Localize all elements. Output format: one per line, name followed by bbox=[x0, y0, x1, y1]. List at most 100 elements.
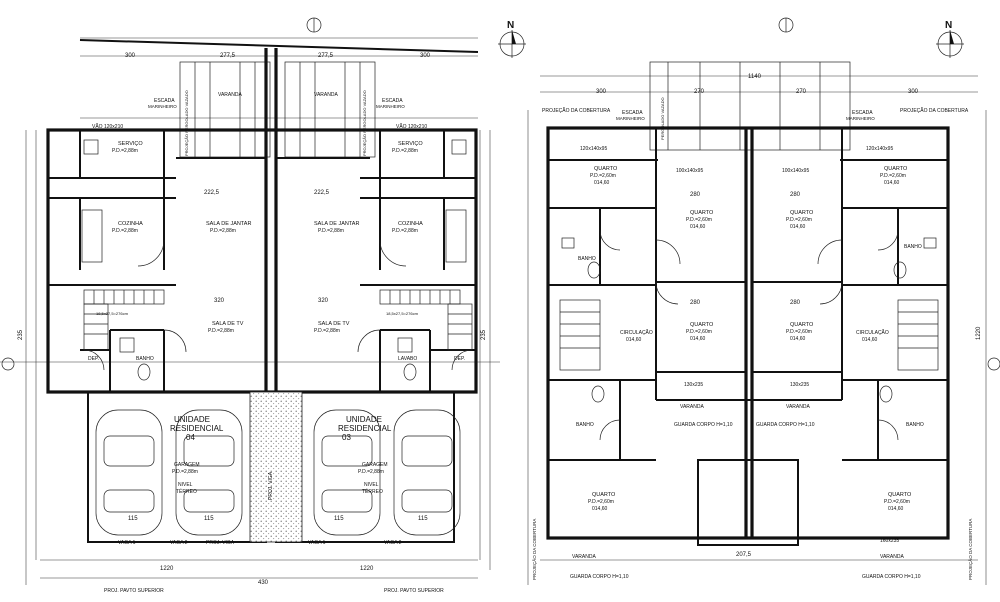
pergola-label: PROJEÇÃO PERGOLADO VAZADO bbox=[184, 90, 189, 156]
dim-label: 1220 bbox=[160, 566, 174, 572]
room-name: CIRCULAÇÃO bbox=[856, 329, 889, 336]
room-level: 014,60 bbox=[790, 224, 806, 230]
dim-label: 280 bbox=[690, 300, 701, 306]
opening-label: VÃO 120x210 bbox=[92, 123, 123, 130]
car-icon bbox=[175, 409, 243, 536]
parking-label: VAGA 2 bbox=[384, 540, 402, 546]
room-name: SERVIÇO bbox=[398, 141, 423, 147]
stair-label: MARINHEIRO bbox=[846, 116, 875, 121]
stair-note: 18,5x27,5=276cm bbox=[386, 311, 419, 316]
roof-projection-label: PROJEÇÃO DA COBERTURA bbox=[967, 519, 973, 580]
dim-label: 115 bbox=[334, 516, 344, 522]
dim-label: 320 bbox=[214, 298, 225, 304]
opening-label: 100x140x95 bbox=[782, 168, 809, 174]
section-marker-icon bbox=[1, 357, 15, 371]
railing-label: GUARDA CORPO H=1,10 bbox=[862, 574, 921, 580]
dim-label: 300 bbox=[125, 53, 136, 59]
unit-number: 04 bbox=[186, 433, 195, 442]
dim-label: 115 bbox=[204, 516, 214, 522]
dim-label: 1220 bbox=[976, 326, 982, 340]
room-pd: P.D.=2,60m bbox=[880, 173, 906, 179]
room-level: 014,60 bbox=[592, 506, 608, 512]
room-name: DEP. bbox=[88, 356, 99, 362]
roof-projection-label: PROJEÇÃO DA COBERTURA bbox=[900, 107, 969, 114]
room-name: CIRCULAÇÃO bbox=[620, 329, 653, 336]
opening-label: VÃO 120x210 bbox=[396, 123, 427, 130]
room-pd: P.D.=2,88m bbox=[392, 228, 418, 234]
upper-floor-plan: 1140 300 300 270 270 PROJEÇÃO DA COBERTU… bbox=[527, 61, 987, 585]
beam-label: PROJ. VIGA bbox=[268, 471, 274, 500]
level-label: NIVEL bbox=[364, 482, 379, 488]
room-name: MARINHEIRO bbox=[148, 104, 177, 109]
room-name: QUARTO bbox=[884, 166, 908, 172]
room-pd: P.D.=2,60m bbox=[786, 217, 812, 223]
room-pd: P.D.=2,60m bbox=[686, 217, 712, 223]
room-pd: P.D.=2,60m bbox=[686, 329, 712, 335]
room-name: COZINHA bbox=[118, 221, 143, 227]
room-pd: P.D.=2,88m bbox=[208, 328, 234, 334]
room-name: SALA DE JANTAR bbox=[314, 221, 359, 227]
section-marker-icon bbox=[987, 357, 1000, 371]
level-label: NIVEL bbox=[178, 482, 193, 488]
room-name: QUARTO bbox=[690, 322, 714, 328]
railing-label: GUARDA CORPO H=1,10 bbox=[674, 422, 733, 428]
room-name: ESCADA bbox=[382, 98, 403, 104]
dim-label: 115 bbox=[418, 516, 428, 522]
room-pd: P.D.=2,88m bbox=[358, 469, 384, 475]
ground-floor-plan: 300 277,5 277,5 300 SERVIÇO P.D.=2,88m S… bbox=[0, 17, 1000, 594]
room-pd: P.D.=2,88m bbox=[112, 228, 138, 234]
room-level: 014,60 bbox=[690, 224, 706, 230]
room-name: VARANDA bbox=[786, 404, 810, 410]
room-level: 014,60 bbox=[594, 180, 610, 186]
north-label: N bbox=[507, 20, 514, 31]
room-pd: P.D.=2,88m bbox=[210, 228, 236, 234]
unit-label: RESIDENCIAL bbox=[338, 424, 392, 433]
stair-note: 18,5x27,5=276cm bbox=[96, 311, 129, 316]
car-icon bbox=[393, 409, 461, 536]
dim-label: 280 bbox=[690, 192, 701, 198]
room-name: VARANDA bbox=[314, 92, 338, 98]
dim-label: 1220 bbox=[360, 566, 374, 572]
room-name: ESCADA bbox=[154, 98, 175, 104]
room-name: BANHO bbox=[578, 256, 596, 262]
room-name: SALA DE TV bbox=[318, 321, 350, 327]
unit-label: UNIDADE bbox=[174, 415, 210, 424]
room-name: QUARTO bbox=[790, 322, 814, 328]
dim-label: 235 bbox=[481, 329, 487, 340]
dim-label: 300 bbox=[420, 53, 431, 59]
room-name: SALA DE TV bbox=[212, 321, 244, 327]
room-name: LAVABO bbox=[398, 356, 417, 362]
room-pd: P.D.=2,60m bbox=[786, 329, 812, 335]
stair-right bbox=[379, 289, 473, 351]
room-name: DEP. bbox=[454, 356, 465, 362]
room-pd: P.D.=2,60m bbox=[588, 499, 614, 505]
dim-label: 430 bbox=[258, 580, 269, 586]
room-level: 014,60 bbox=[888, 506, 904, 512]
room-level: 014,60 bbox=[790, 336, 806, 342]
dim-label: 280 bbox=[790, 300, 801, 306]
room-name: COZINHA bbox=[398, 221, 423, 227]
north-arrow-icon: N bbox=[498, 20, 526, 58]
dim-label: 277,5 bbox=[220, 53, 236, 59]
room-level: 014,60 bbox=[626, 337, 642, 343]
dim-label: 280 bbox=[790, 192, 801, 198]
pergola-label: PERGOLADO VAZADO bbox=[660, 97, 665, 140]
room-name: QUARTO bbox=[594, 166, 618, 172]
room-level: 014,60 bbox=[690, 336, 706, 342]
room-name: SALA DE JANTAR bbox=[206, 221, 251, 227]
room-pd: P.D.=2,60m bbox=[884, 499, 910, 505]
pergola-label: PROJEÇÃO PERGOLADO VAZADO bbox=[362, 90, 367, 156]
unit-number: 03 bbox=[342, 433, 351, 442]
dim-label: 277,5 bbox=[318, 53, 334, 59]
dim-label: 130x235 bbox=[790, 382, 809, 388]
room-name: QUARTO bbox=[592, 492, 616, 498]
opening-label: 100x140x95 bbox=[676, 168, 703, 174]
dim-label: 115 bbox=[128, 516, 138, 522]
room-name: QUARTO bbox=[888, 492, 912, 498]
opening-label: 120x140x95 bbox=[580, 146, 607, 152]
dim-label: 160x235 bbox=[880, 538, 899, 544]
room-name: MARINHEIRO bbox=[376, 104, 405, 109]
unit-label: UNIDADE bbox=[346, 415, 382, 424]
roof-projection-label: PROJEÇÃO DA COBERTURA bbox=[542, 107, 611, 114]
